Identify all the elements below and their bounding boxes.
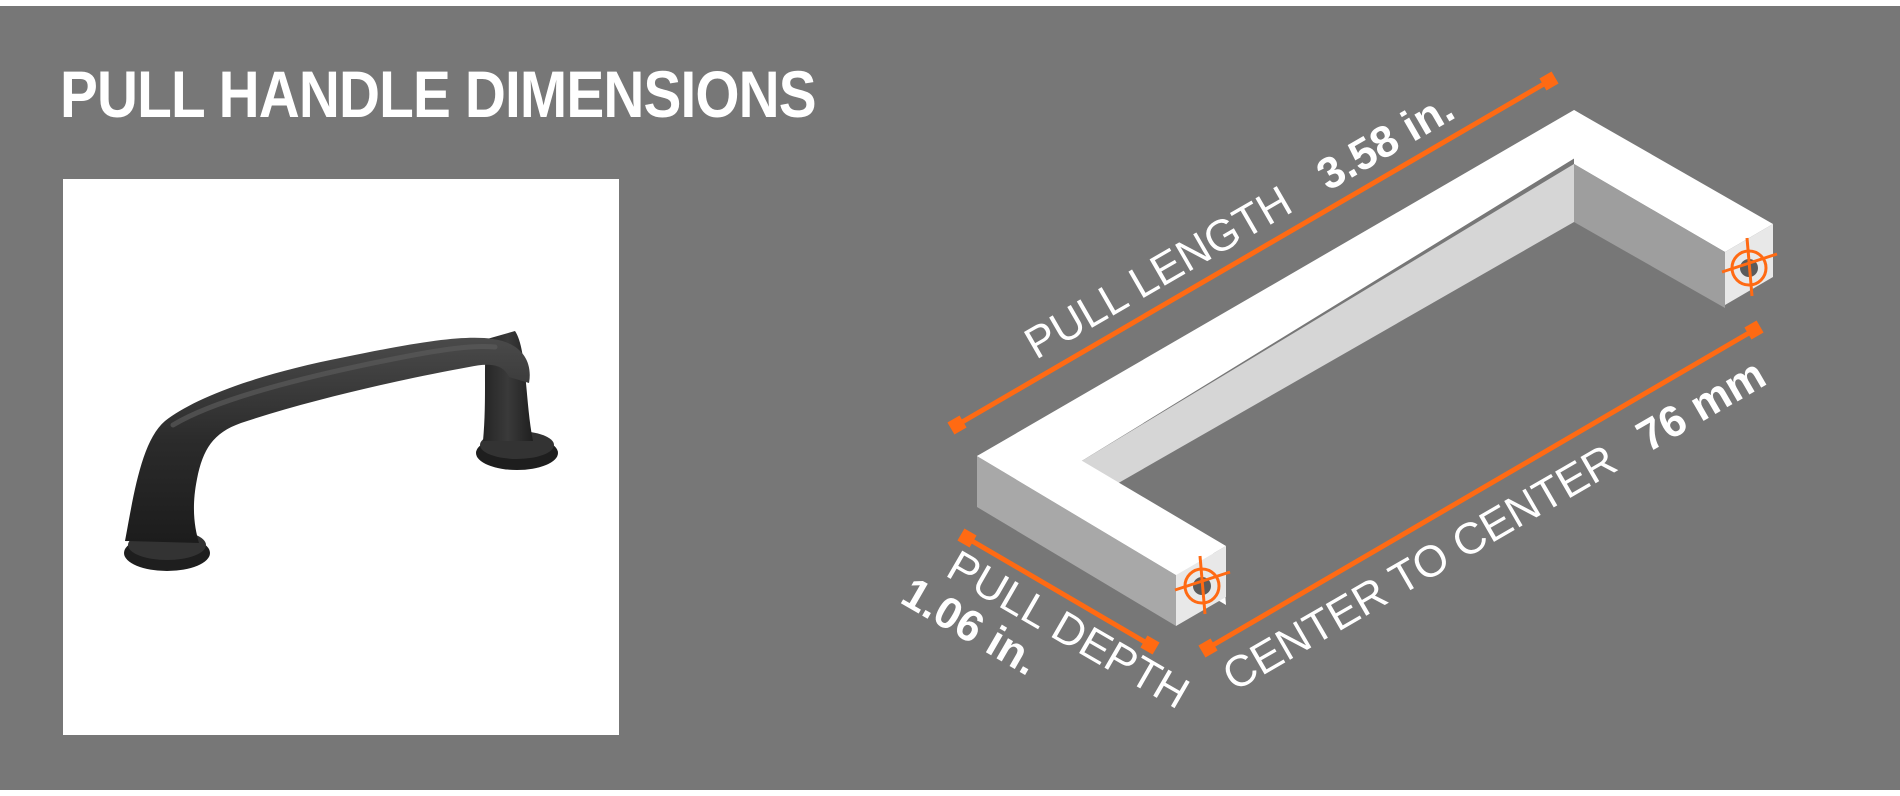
bracket-top-arm-left-cap [977, 430, 1226, 575]
handle-highlight [170, 344, 498, 428]
center-value: 76 mm [1628, 350, 1773, 462]
center-dimension-line [1198, 320, 1764, 658]
center-label-group: CENTER TO CENTER 76 mm [1215, 350, 1774, 701]
center-label: CENTER TO CENTER [1215, 435, 1626, 700]
svg-text:CENTER TO CENTER 76 mm: CENTER TO CENTER 76 mm [1215, 350, 1774, 701]
target-icon-left [1174, 555, 1231, 615]
bracket-top-bar [977, 110, 1614, 462]
pull-handle-product-photo [124, 331, 558, 571]
bracket-top-arm-right [1574, 110, 1773, 252]
length-dimension-line [947, 71, 1559, 435]
bracket-inner-bar-face [1080, 164, 1574, 505]
bracket-3d-shape [977, 110, 1773, 626]
bracket-inner-right-face [1574, 164, 1725, 308]
handle-grip [125, 337, 530, 543]
page-title: PULL HANDLE DIMENSIONS [60, 57, 817, 131]
length-value: 3.58 in. [1309, 83, 1463, 200]
bracket-outer-left-face [977, 456, 1176, 626]
product-photo-frame [63, 179, 619, 735]
target-icon-right [1721, 237, 1778, 297]
depth-dimension-line [957, 528, 1160, 655]
